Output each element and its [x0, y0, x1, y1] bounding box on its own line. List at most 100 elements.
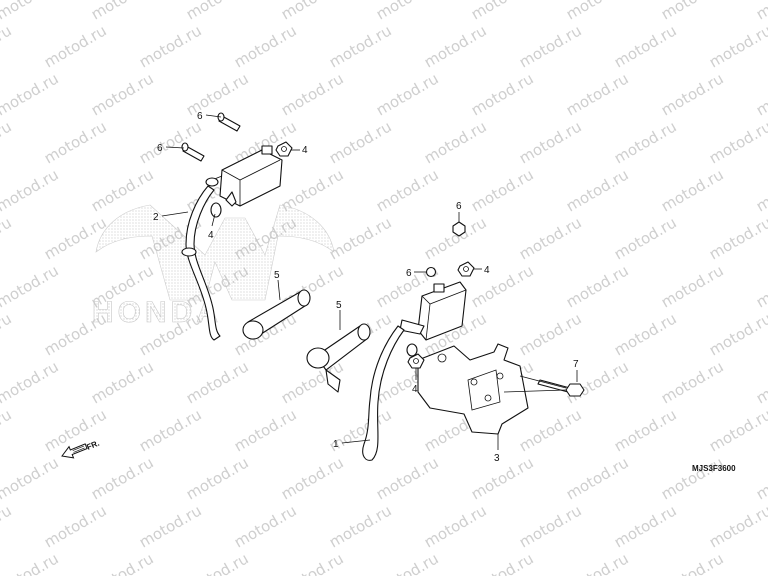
watermark-text: motod.ru — [326, 117, 395, 167]
callout-7-bolt: 7 — [573, 359, 579, 370]
plug-cap-5a — [242, 289, 311, 340]
watermark-text: motod.ru — [706, 405, 768, 455]
watermark-text: motod.ru — [563, 549, 632, 576]
callout-6-upper-bolt-2: 6 — [157, 143, 163, 154]
watermark-text: motod.ru — [88, 549, 157, 576]
bracket-3 — [417, 343, 529, 435]
watermark-text: motod.ru — [516, 117, 585, 167]
watermark-text: motod.ru — [278, 69, 347, 119]
nut-lower-4b — [407, 353, 425, 369]
watermark-text: motod.ru — [611, 309, 680, 359]
watermark-text: motod.ru — [753, 357, 768, 407]
watermark-text: motod.ru — [183, 549, 252, 576]
watermark-text: motod.ru — [563, 0, 632, 23]
watermark-text: motod.ru — [468, 549, 537, 576]
watermark-text: motod.ru — [326, 501, 395, 551]
watermark-text: motod.ru — [0, 405, 15, 455]
high-tension-cord-1 — [362, 325, 418, 461]
watermark-text: motod.ru — [658, 165, 727, 215]
watermark-text: motod.ru — [611, 405, 680, 455]
watermark-text: motod.ru — [278, 549, 347, 576]
watermark-text: motod.ru — [516, 21, 585, 71]
watermark-text: motod.ru — [706, 213, 768, 263]
watermark-text: motod.ru — [136, 405, 205, 455]
honda-logo-text: HONDA — [92, 296, 222, 329]
watermark-text: motod.ru — [278, 0, 347, 23]
watermark-text: motod.ru — [326, 213, 395, 263]
watermark-text: motod.ru — [611, 21, 680, 71]
watermark-text: motod.ru — [706, 309, 768, 359]
watermark-text: motod.ru — [753, 0, 768, 23]
watermark-text: motod.ru — [136, 501, 205, 551]
callout-4-lower-nut: 4 — [484, 265, 490, 276]
watermark-text: motod.ru — [231, 21, 300, 71]
watermark-text: motod.ru — [611, 117, 680, 167]
nut-upper — [275, 141, 293, 157]
watermark-text: motod.ru — [563, 261, 632, 311]
callout-4-upper-nut: 4 — [302, 145, 308, 156]
watermark-text: motod.ru — [41, 501, 110, 551]
watermark-text: motod.ru — [421, 117, 490, 167]
honda-wing-icon — [95, 204, 335, 301]
watermark-text: motod.ru — [136, 117, 205, 167]
watermark-text: motod.ru — [0, 117, 15, 167]
watermark-text: motod.ru — [658, 453, 727, 503]
arrow-left-icon — [61, 443, 88, 459]
plug-cap-5b — [306, 323, 371, 393]
watermark-text: motod.ru — [183, 357, 252, 407]
watermark-text: motod.ru — [0, 453, 62, 503]
watermark-text: motod.ru — [468, 165, 537, 215]
watermark-text: motod.ru — [658, 549, 727, 576]
watermark-text: motod.ru — [373, 165, 442, 215]
watermark-text: motod.ru — [563, 165, 632, 215]
watermark-text: motod.ru — [88, 69, 157, 119]
watermark-text: motod.ru — [373, 549, 442, 576]
bolt-upper-1 — [217, 112, 241, 132]
nut-lower-4a — [457, 261, 475, 277]
callout-2-cord: 2 — [153, 212, 159, 223]
watermark-text: motod.ru — [183, 0, 252, 23]
leader-lines — [161, 114, 578, 450]
watermark-text: motod.ru — [0, 357, 62, 407]
watermark-text: motod.ru — [0, 309, 15, 359]
watermark-text: motod.ru — [88, 0, 157, 23]
watermark-text: motod.ru — [421, 21, 490, 71]
washer-lower-6b — [425, 266, 437, 278]
watermark-text: motod.ru — [0, 69, 62, 119]
watermark-text: motod.ru — [658, 357, 727, 407]
watermark-text: motod.ru — [0, 501, 15, 551]
watermark-text: motod.ru — [468, 0, 537, 23]
watermark-text: motod.ru — [136, 21, 205, 71]
callout-1-cord: 1 — [333, 439, 339, 450]
watermark-text: motod.ru — [516, 213, 585, 263]
watermark-text: motod.ru — [373, 453, 442, 503]
callout-3-bracket: 3 — [494, 453, 500, 464]
watermark-text: motod.ru — [373, 69, 442, 119]
callout-6-lower-washer: 6 — [406, 268, 412, 279]
watermark-text: motod.ru — [183, 453, 252, 503]
watermark-text: motod.ru — [753, 261, 768, 311]
watermark-text: motod.ru — [231, 405, 300, 455]
callout-5-cap-upper: 5 — [274, 270, 280, 281]
watermark-text: motod.ru — [231, 501, 300, 551]
callout-labels: 6 6 4 2 4 5 5 6 6 4 4 1 3 7 — [153, 111, 579, 464]
watermark-text: motod.ru — [183, 69, 252, 119]
watermark-text: motod.ru — [563, 69, 632, 119]
watermark-text: motod.ru — [753, 69, 768, 119]
watermark-text: motod.ru — [326, 21, 395, 71]
watermark-text: motod.ru — [373, 0, 442, 23]
front-direction-marker: FR. — [61, 439, 101, 459]
watermark-text: motod.ru — [516, 309, 585, 359]
watermark-text: motod.ru — [0, 261, 62, 311]
watermark-text: motod.ru — [658, 69, 727, 119]
watermark-text: motod.ru — [753, 165, 768, 215]
watermark-text: motod.ru — [88, 453, 157, 503]
watermark-text: motod.ru — [706, 501, 768, 551]
watermark-text: motod.ru — [41, 117, 110, 167]
watermark-text: motod.ru — [563, 453, 632, 503]
watermark-text: motod.ru — [0, 165, 62, 215]
callout-6-lower-bolt: 6 — [456, 201, 462, 212]
callout-5-cap-lower: 5 — [336, 300, 342, 311]
